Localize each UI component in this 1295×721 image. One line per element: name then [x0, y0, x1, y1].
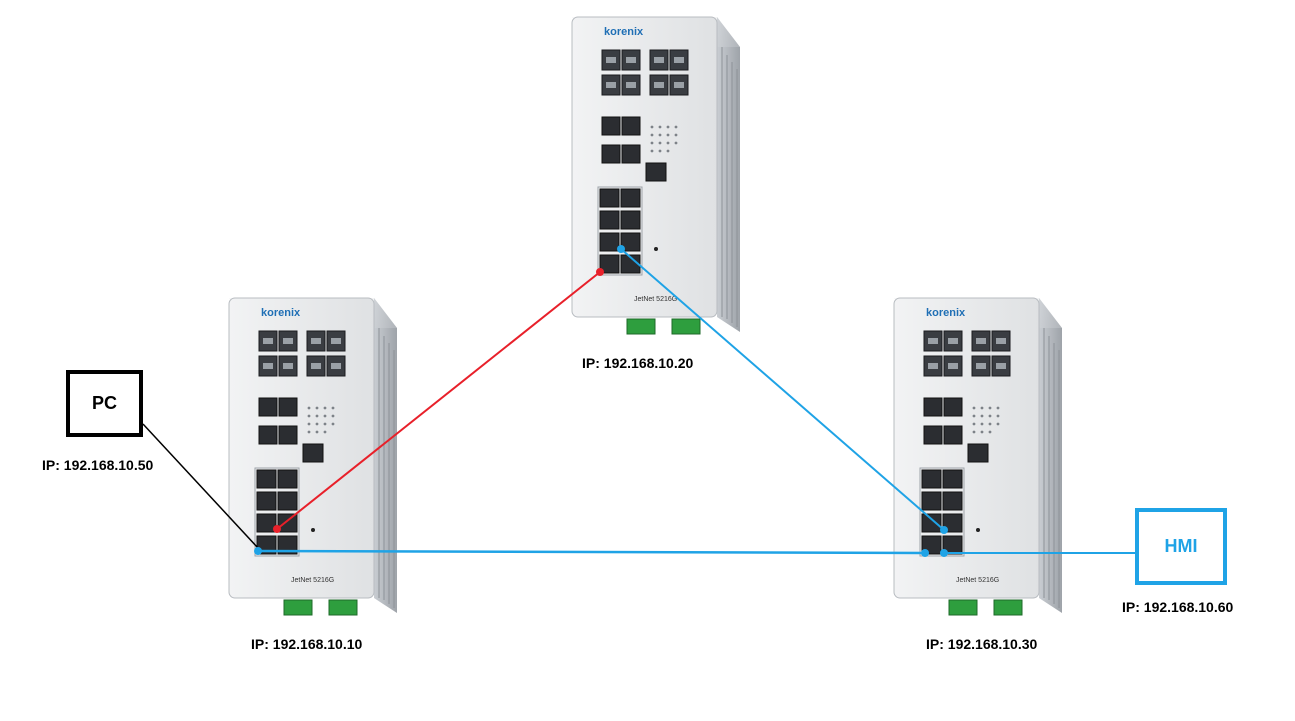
port-dot-right-blue-a: [940, 526, 948, 534]
switch-top: korenix JetNet 5216G: [571, 16, 741, 335]
switch-top-brand: korenix: [604, 26, 644, 38]
switch-right-model: JetNet 5216G: [956, 577, 999, 584]
port-dot-left-blue: [254, 547, 262, 555]
link-switch-top-to-switch-right: [620, 248, 945, 531]
port-dot-right-blue-b: [921, 549, 929, 557]
hmi-ip: IP: 192.168.10.60: [1122, 599, 1234, 615]
switch-left-ip: IP: 192.168.10.10: [251, 636, 363, 652]
switch-right: korenix JetNet 5216G: [893, 297, 1063, 616]
switch-top-ip: IP: 192.168.10.20: [582, 355, 694, 371]
port-dot-left-red: [273, 525, 281, 533]
port-dot-top-red: [596, 268, 604, 276]
hmi-label: HMI: [1164, 536, 1198, 556]
switch-left-brand: korenix: [261, 307, 301, 319]
port-dot-right-blue-c: [940, 549, 948, 557]
switch-left: korenix JetNet 5216G: [228, 297, 398, 616]
pc-node: PC: [66, 370, 143, 437]
switch-right-brand: korenix: [926, 307, 966, 319]
hmi-node: HMI: [1135, 508, 1227, 585]
port-dot-top-blue: [617, 245, 625, 253]
link-pc-to-switch-left: [142, 423, 259, 549]
pc-label: PC: [91, 393, 117, 413]
switch-left-model: JetNet 5216G: [291, 577, 334, 584]
pc-ip: IP: 192.168.10.50: [42, 457, 154, 473]
link-switch-left-to-switch-right: [257, 549, 926, 555]
switch-right-ip: IP: 192.168.10.30: [926, 636, 1038, 652]
switch-top-model: JetNet 5216G: [634, 296, 677, 303]
link-switch-left-to-switch-top: [276, 271, 601, 530]
